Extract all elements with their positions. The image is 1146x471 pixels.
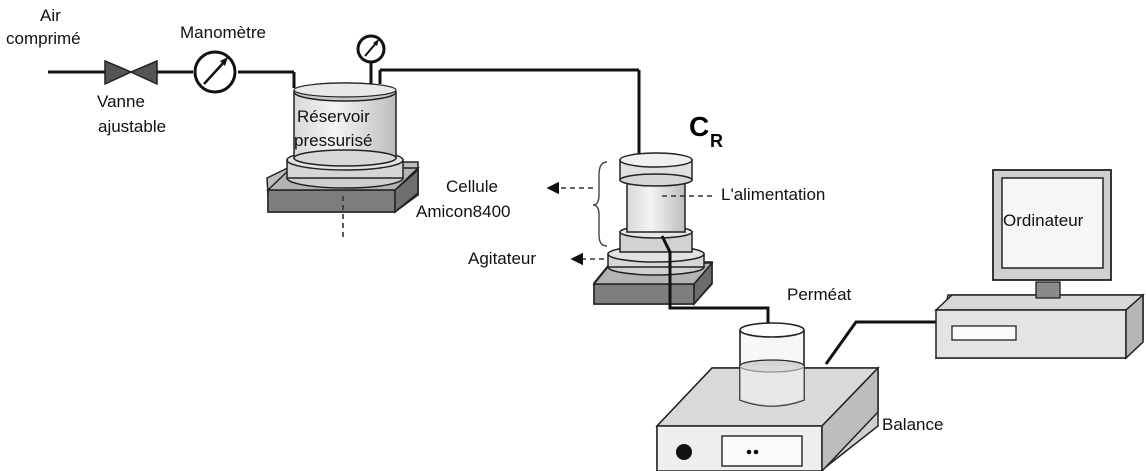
- vanne-label-line2: ajustable: [98, 117, 166, 136]
- cell-bracket: [592, 161, 608, 247]
- cellule-label-line2: Amicon8400: [416, 202, 511, 221]
- air-label-line1: Air: [40, 6, 61, 25]
- permeate-beaker: [739, 322, 805, 407]
- computer-drive-slot: [951, 325, 1017, 341]
- agitateur-label: Agitateur: [468, 249, 536, 268]
- balance-display: [721, 435, 803, 467]
- ordinateur-label: Ordinateur: [1003, 211, 1084, 230]
- amicon-cell: [607, 152, 705, 276]
- balance-label: Balance: [882, 415, 943, 434]
- manometre-label: Manomètre: [180, 23, 266, 42]
- air-inlet-line: [48, 70, 296, 88]
- pressurized-reservoir: [286, 82, 404, 189]
- alimentation-label: L'alimentation: [721, 185, 825, 204]
- reservoir-label-line2: pressurisé: [294, 131, 372, 150]
- manometer-gauge-icon: [193, 50, 237, 94]
- reservoir-to-cell-pipe: [378, 68, 641, 160]
- computer-monitor: [992, 169, 1112, 299]
- reservoir-gauge-icon: [356, 34, 386, 84]
- cellule-label-line1: Cellule: [446, 177, 498, 196]
- balance-computer-cable: [824, 320, 938, 365]
- adjustable-valve-icon: [104, 59, 158, 86]
- vanne-label-line1: Vanne: [97, 92, 145, 111]
- cr-label: C: [689, 111, 709, 142]
- balance-power-button-icon: [676, 444, 692, 460]
- reservoir-label-line1: Réservoir: [297, 107, 370, 126]
- computer-base: [934, 293, 1145, 360]
- permeat-label: Perméat: [787, 285, 852, 304]
- cr-subscript: R: [710, 131, 723, 151]
- air-label-line2: comprimé: [6, 29, 81, 48]
